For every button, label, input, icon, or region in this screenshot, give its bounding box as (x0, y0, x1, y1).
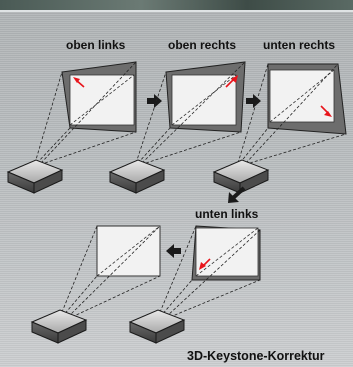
panel-bottom-right (212, 63, 347, 194)
flow-arrow-left-icon (166, 244, 181, 258)
red-arrowhead-icon (73, 77, 80, 83)
projection-lines (135, 61, 246, 164)
label-bottom-right: unten rechts (263, 38, 336, 52)
label-top-left: oben links (66, 38, 126, 52)
projector-icon (108, 159, 166, 194)
screen-diagonal (96, 225, 161, 277)
panel-top-left (6, 61, 137, 194)
projector-icon (128, 309, 186, 344)
projector-icon (30, 309, 88, 344)
screen-diagonal (69, 74, 135, 126)
top-banner-edge (0, 10, 353, 12)
screen-diagonal (195, 227, 259, 277)
red-arrowhead-icon (231, 75, 238, 83)
diagram-title: 3D-Keystone-Korrektur (187, 349, 325, 363)
screen-bottom-right (269, 69, 335, 123)
projection-lines (59, 225, 161, 318)
panel-bottom-left (128, 225, 261, 344)
screen-diagonal (171, 74, 237, 126)
panel-corrected (30, 225, 161, 344)
red-arrowhead-icon (324, 111, 332, 117)
flow-arrow-down-left-icon (228, 186, 246, 203)
flow-arrow-right-icon (147, 94, 162, 108)
projection-lines (237, 63, 347, 164)
projector-icon (6, 159, 64, 194)
screen-diagonal (269, 69, 335, 123)
flow-arrow-right-icon (246, 94, 261, 108)
panel-top-right (108, 61, 246, 194)
label-top-right: oben rechts (168, 38, 237, 52)
top-banner-strip (0, 0, 353, 10)
projection-lines (157, 225, 261, 318)
red-arrowhead-icon (199, 262, 206, 270)
projection-lines (34, 61, 137, 164)
label-bottom-left: unten links (195, 207, 259, 221)
